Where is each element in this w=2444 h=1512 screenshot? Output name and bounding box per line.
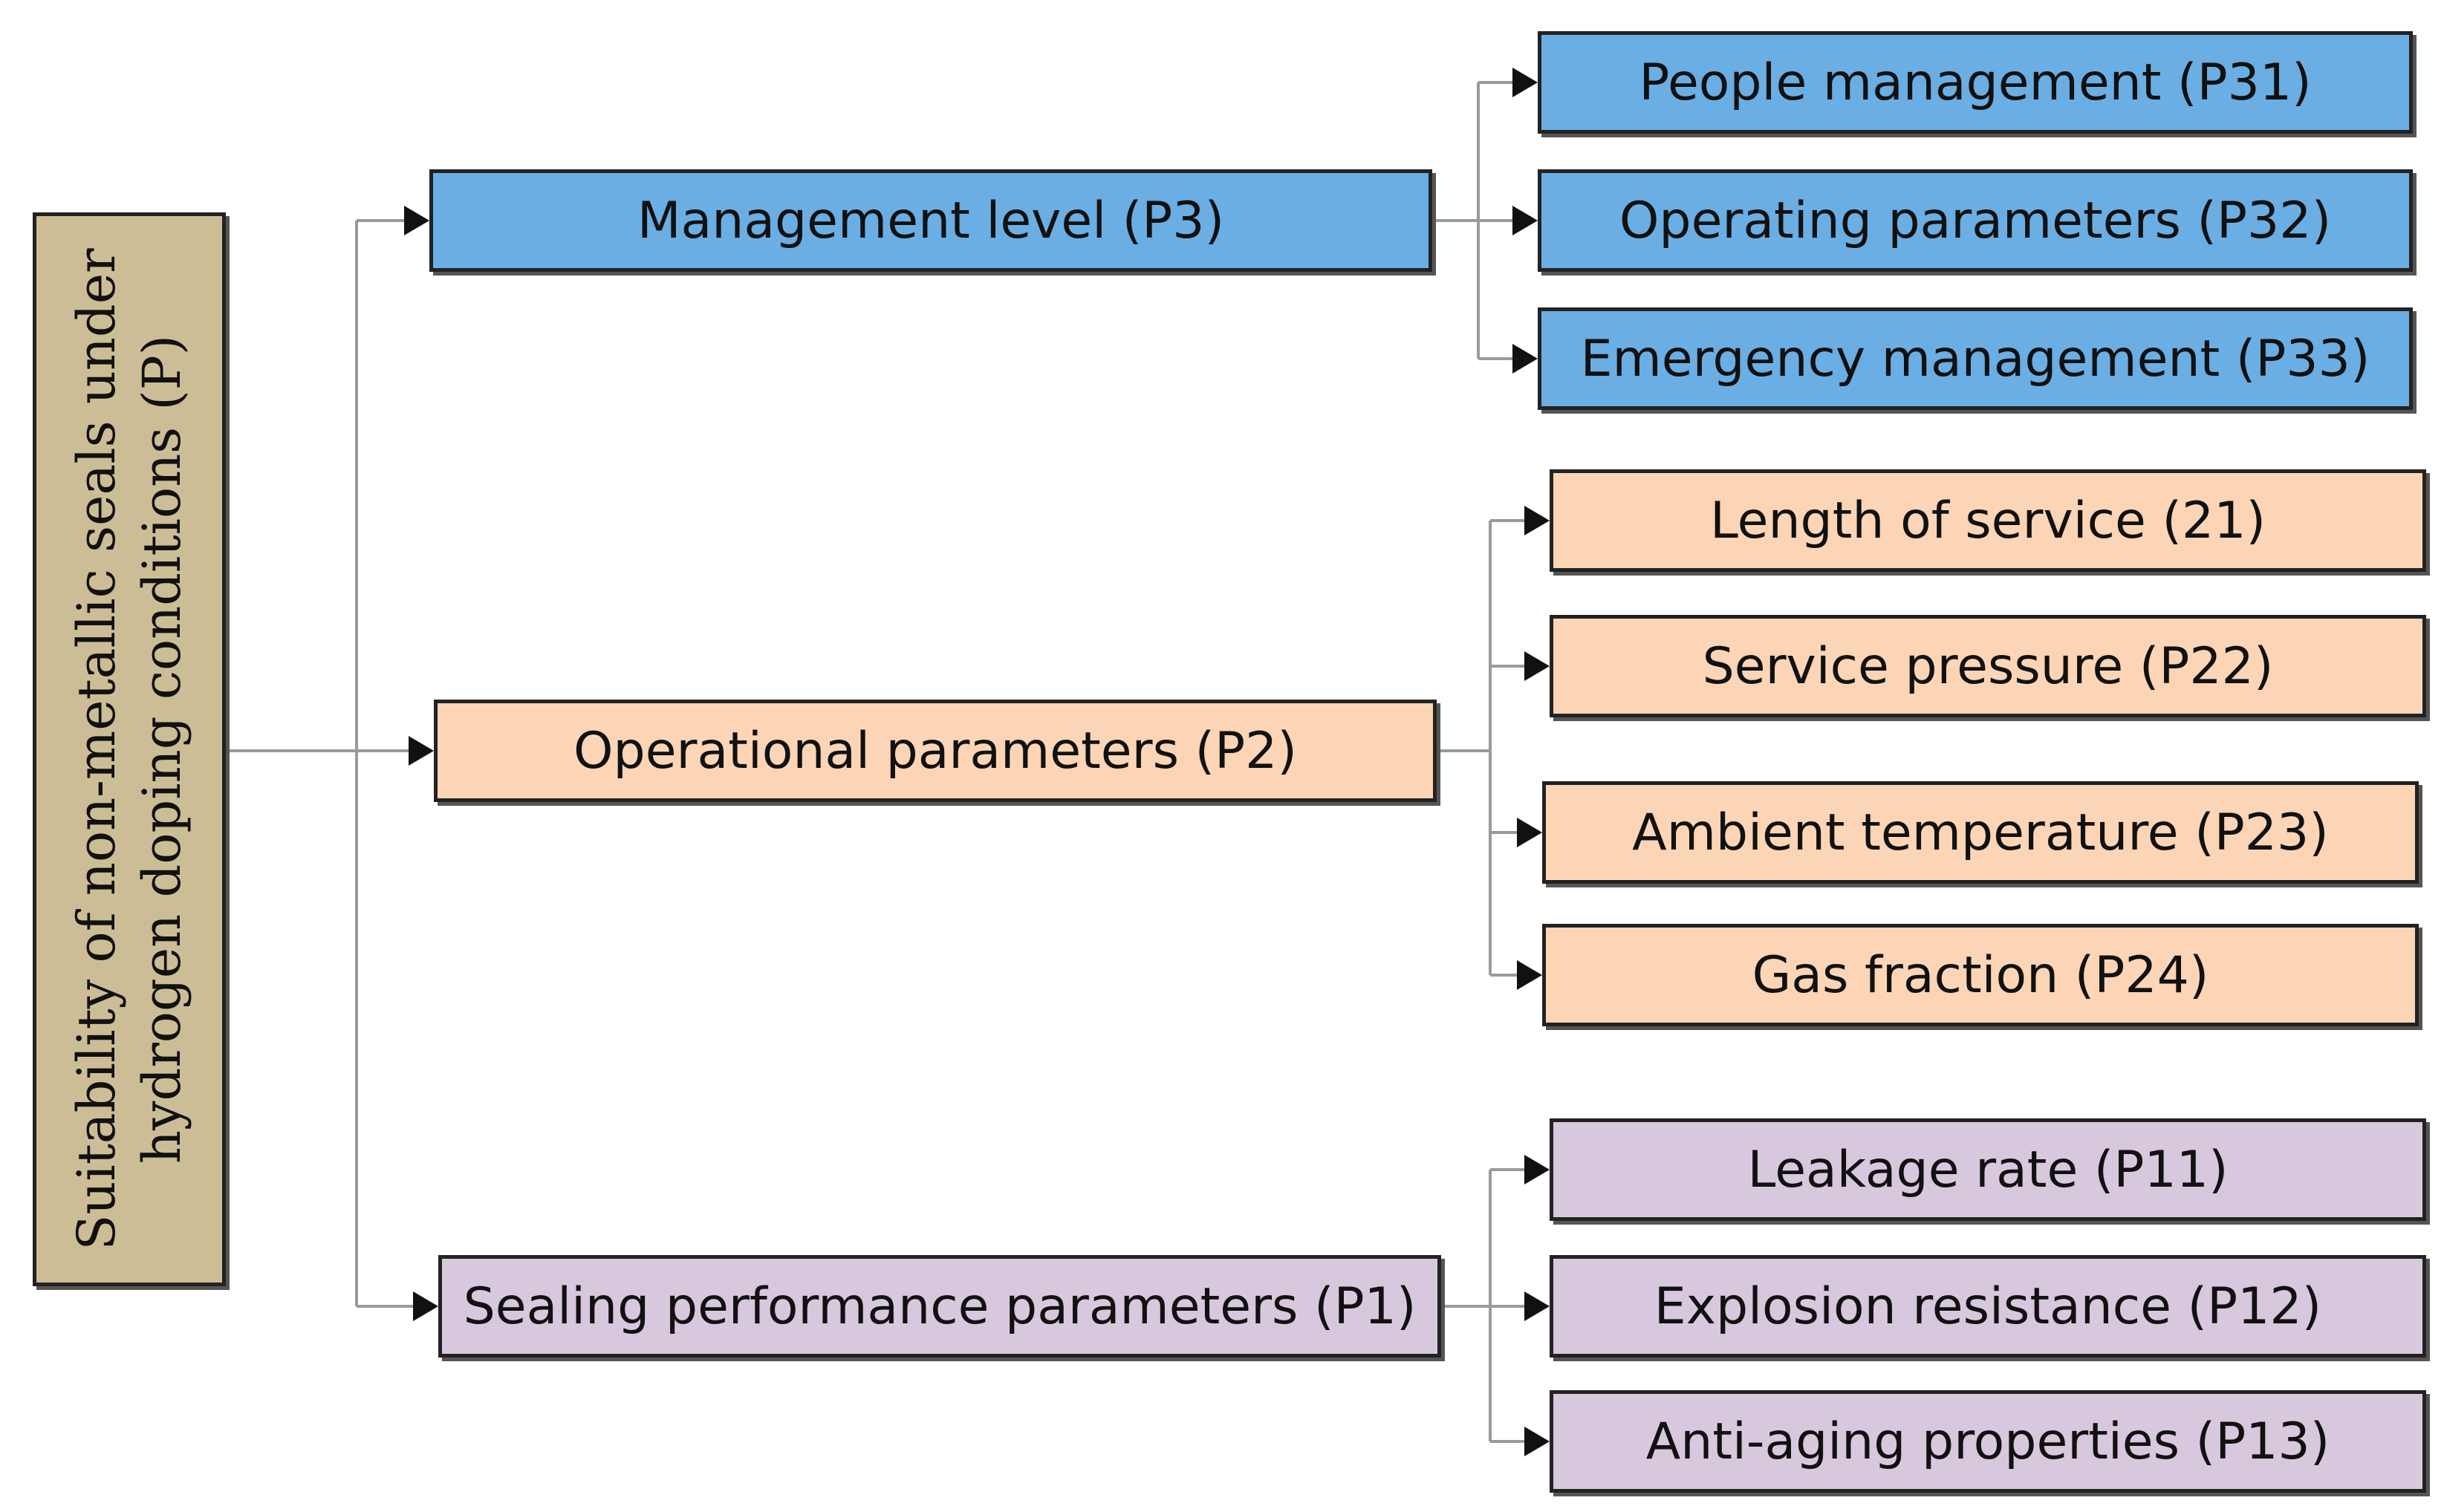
- root-node: Suitability of non-metallic seals under …: [33, 212, 226, 1286]
- node-anti-aging-properties: Anti-aging properties (P13): [1550, 1390, 2426, 1493]
- root-label-line2: hydrogen doping conditions (P): [131, 334, 192, 1164]
- root-to-group-arrow-1: [409, 736, 434, 766]
- root-label: Suitability of non-metallic seals under …: [64, 229, 195, 1269]
- root-label-line1: Suitability of non-metallic seals under: [66, 248, 127, 1251]
- group-1-child-arrow-1: [1524, 651, 1550, 681]
- node-management-level: Management level (P3): [429, 169, 1432, 272]
- group-2-child-arrow-2: [1524, 1427, 1550, 1456]
- node-ambient-temperature: Ambient temperature (P23): [1542, 781, 2419, 884]
- node-people-management: People management (P31): [1538, 31, 2413, 134]
- node-explosion-resistance: Explosion resistance (P12): [1550, 1255, 2426, 1358]
- root-to-group-arrow-0: [404, 206, 429, 235]
- root-to-group-arrow-2: [413, 1291, 438, 1321]
- group-1-child-arrow-3: [1517, 960, 1542, 990]
- node-operational-parameters: Operational parameters (P2): [434, 700, 1437, 802]
- node-service-pressure: Service pressure (P22): [1550, 615, 2426, 717]
- group-2-child-arrow-1: [1524, 1291, 1550, 1321]
- node-operating-parameters: Operating parameters (P32): [1538, 169, 2413, 272]
- group-0-child-arrow-2: [1512, 344, 1538, 374]
- node-length-of-service: Length of service (21): [1550, 469, 2426, 572]
- group-0-child-arrow-0: [1512, 68, 1538, 97]
- node-leakage-rate: Leakage rate (P11): [1550, 1118, 2426, 1221]
- group-2-child-arrow-0: [1524, 1155, 1550, 1184]
- group-0-child-arrow-1: [1512, 206, 1538, 235]
- group-1-child-arrow-0: [1524, 506, 1550, 535]
- node-gas-fraction: Gas fraction (P24): [1542, 924, 2419, 1026]
- group-1-child-arrow-2: [1517, 818, 1542, 847]
- node-emergency-management: Emergency management (P33): [1538, 307, 2413, 410]
- node-sealing-performance-parameters: Sealing performance parameters (P1): [438, 1255, 1441, 1358]
